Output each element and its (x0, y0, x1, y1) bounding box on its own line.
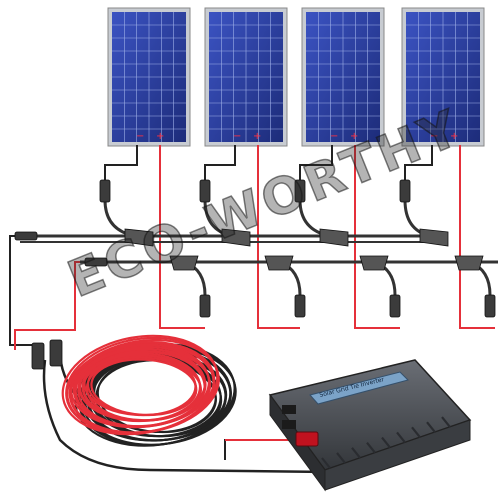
drop-connector-1 (99, 179, 111, 203)
red-coil-loop (85, 356, 203, 422)
lower-connector-3 (389, 294, 401, 318)
inverter-fin (336, 452, 346, 464)
panel-negative-mark: − (430, 131, 438, 142)
ac-port (282, 420, 296, 429)
inverter-fin (411, 426, 421, 439)
lower-y-splitter-1 (169, 255, 199, 271)
panel-positive-mark: + (450, 131, 458, 142)
grid-tie-inverter: Solar Grid Tie Inverter (268, 359, 472, 492)
inverter-fin (321, 457, 331, 469)
solar-panel-4: −+ (401, 7, 485, 147)
drop-connector-2 (199, 179, 211, 203)
upper-y-splitter-2 (221, 228, 251, 247)
panel-negative-mark: − (136, 131, 144, 142)
drop-connector-3 (294, 179, 306, 203)
inverter-fin (351, 447, 361, 459)
extension-connector-1 (31, 342, 45, 370)
extension-connector-2 (49, 339, 63, 367)
dc-port (282, 405, 296, 414)
upper-y-splitter-4 (419, 228, 449, 247)
solar-panel-1: −+ (107, 7, 191, 147)
panel-positive-mark: + (156, 131, 164, 142)
cable-coils (61, 334, 237, 447)
solar-panel-2: −+ (204, 7, 288, 147)
trunk-end-connector-lower (84, 257, 108, 267)
inverter-fin (381, 436, 391, 449)
upper-y-splitter-1 (124, 228, 154, 247)
panel-negative-mark: − (233, 131, 241, 142)
trunk-end-connector-upper (14, 231, 38, 241)
lower-connector-4 (484, 294, 496, 318)
inverter-fin (396, 431, 406, 444)
red-plug (295, 431, 319, 447)
red-coil-loop (90, 358, 198, 417)
panel-positive-mark: + (253, 131, 261, 142)
solar-panels: −+−+−+−+ (107, 7, 485, 147)
lower-connector-1 (199, 294, 211, 318)
upper-y-splitter-3 (319, 228, 349, 247)
mc4-connectors (14, 179, 496, 370)
drop-connector-4 (399, 179, 411, 203)
panel-negative-mark: − (330, 131, 338, 142)
inverter-fins (321, 416, 451, 469)
solar-panel-3: −+ (301, 7, 385, 147)
inverter-fin (426, 421, 436, 433)
inverter-fin (441, 416, 451, 428)
lower-y-splitter-2 (264, 255, 294, 271)
panel-positive-mark: + (350, 131, 358, 142)
lower-y-splitter-4 (454, 255, 484, 271)
inverter-fin (366, 441, 376, 454)
lower-connector-2 (294, 294, 306, 318)
lower-y-splitter-3 (359, 255, 389, 271)
